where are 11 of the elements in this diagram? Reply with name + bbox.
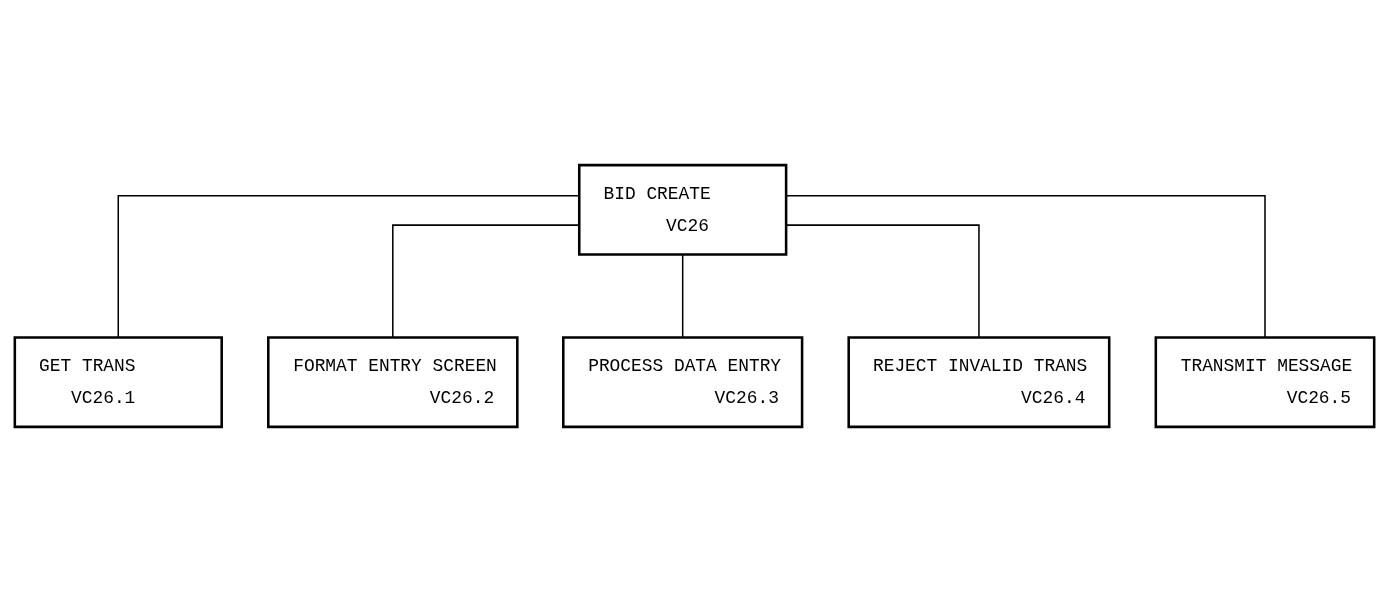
connector (117, 194, 580, 338)
connector (785, 194, 1266, 338)
node-box: BID CREATE VC26 (577, 163, 788, 256)
node-box: FORMAT ENTRY SCREEN VC26.2 (267, 335, 519, 428)
connector (785, 223, 980, 338)
node-box: PROCESS DATA ENTRY VC26.3 (562, 335, 804, 428)
node-box: TRANSMIT MESSAGE VC26.5 (1154, 335, 1376, 428)
node-box: GET TRANS VC26.1 (13, 335, 223, 428)
connector (681, 253, 684, 338)
node-box: REJECT INVALID TRANS VC26.4 (847, 335, 1111, 428)
connector (392, 223, 580, 338)
